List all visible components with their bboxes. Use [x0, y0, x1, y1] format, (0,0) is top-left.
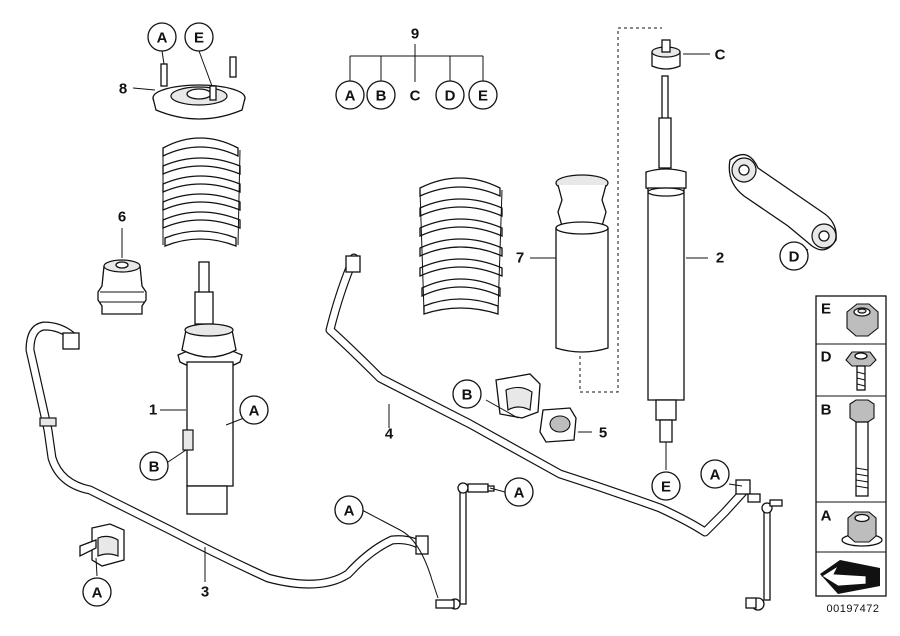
callout-letter: A [514, 485, 525, 502]
top-mount-part[interactable] [132, 56, 246, 120]
flange-nut-icon [841, 511, 883, 547]
part-number-5: 5 [599, 425, 607, 442]
long-bolt-icon [849, 399, 875, 497]
callout-letter: A [710, 467, 721, 484]
callout-e-group9[interactable]: E [468, 80, 498, 110]
legend-letter-b: B [821, 402, 832, 419]
rear-drop-link[interactable] [728, 483, 783, 611]
legend-letter-e: E [821, 301, 831, 318]
callout-e-top-mount[interactable]: E [184, 22, 214, 52]
callout-a-front-link[interactable]: A [334, 495, 364, 525]
legend-letter-a: A [821, 508, 832, 525]
callout-a-front-bushing[interactable]: A [82, 577, 112, 607]
callout-letter: D [445, 88, 456, 105]
callout-letter: E [194, 30, 204, 47]
part-number-1: 1 [149, 402, 157, 419]
fastener-legend: E D B A [815, 295, 887, 597]
callout-letter: B [462, 387, 473, 404]
callout-e-shock-bottom[interactable]: E [651, 471, 681, 501]
callout-a-top-mount[interactable]: A [147, 22, 177, 52]
callout-letter: A [249, 403, 260, 420]
rear-stabilizer-bushing[interactable] [539, 407, 592, 443]
part-number-2: 2 [716, 250, 724, 267]
callout-letter: D [789, 249, 800, 266]
bump-stop-part[interactable] [97, 228, 147, 315]
front-drop-link[interactable] [361, 482, 506, 610]
callout-letter: A [344, 503, 355, 520]
front-stabilizer-bushing[interactable] [79, 523, 125, 577]
part-number-6: 6 [118, 209, 126, 226]
callout-letter: B [376, 88, 387, 105]
group-9-bracket [349, 44, 484, 82]
hex-nut-icon [846, 303, 879, 337]
front-strut-part[interactable] [160, 261, 245, 515]
label-c-shock-mount: C [715, 47, 726, 64]
callout-d-control-arm[interactable]: D [779, 241, 809, 271]
direction-arrow-icon [820, 560, 880, 594]
part-number-8: 8 [119, 81, 127, 98]
rear-stabilizer-bar[interactable] [325, 253, 751, 537]
front-coil-spring[interactable] [162, 137, 241, 247]
callout-a-group9[interactable]: A [335, 80, 365, 110]
callout-b-front-strut[interactable]: B [139, 451, 169, 481]
rear-bushing-bracket[interactable] [485, 373, 541, 419]
part-number-3: 3 [201, 584, 209, 601]
callout-d-group9[interactable]: D [435, 80, 465, 110]
callout-b-rear-bracket[interactable]: B [452, 379, 482, 409]
part-number-7: 7 [516, 250, 524, 267]
callout-a-front-strut[interactable]: A [239, 395, 269, 425]
rear-shock-absorber[interactable] [645, 39, 710, 470]
callout-letter: A [157, 30, 168, 47]
rear-bump-stop-boot[interactable] [530, 27, 662, 393]
rear-coil-spring[interactable] [419, 177, 503, 315]
flange-bolt-icon [845, 351, 877, 391]
rear-control-arm[interactable] [728, 153, 837, 251]
callout-a-rear-link[interactable]: A [700, 459, 730, 489]
callout-b-group9[interactable]: B [366, 80, 396, 110]
group9-letter-c: C [410, 88, 421, 105]
legend-letter-d: D [821, 349, 832, 366]
callout-letter: A [345, 88, 356, 105]
callout-letter: B [149, 459, 160, 476]
callout-letter: A [92, 585, 103, 602]
callout-letter: E [661, 479, 671, 496]
part-number-9: 9 [411, 26, 419, 43]
callout-a-front-link-top[interactable]: A [504, 477, 534, 507]
reference-number: 00197472 [827, 603, 880, 615]
callout-letter: E [478, 88, 488, 105]
part-number-4: 4 [385, 426, 394, 443]
